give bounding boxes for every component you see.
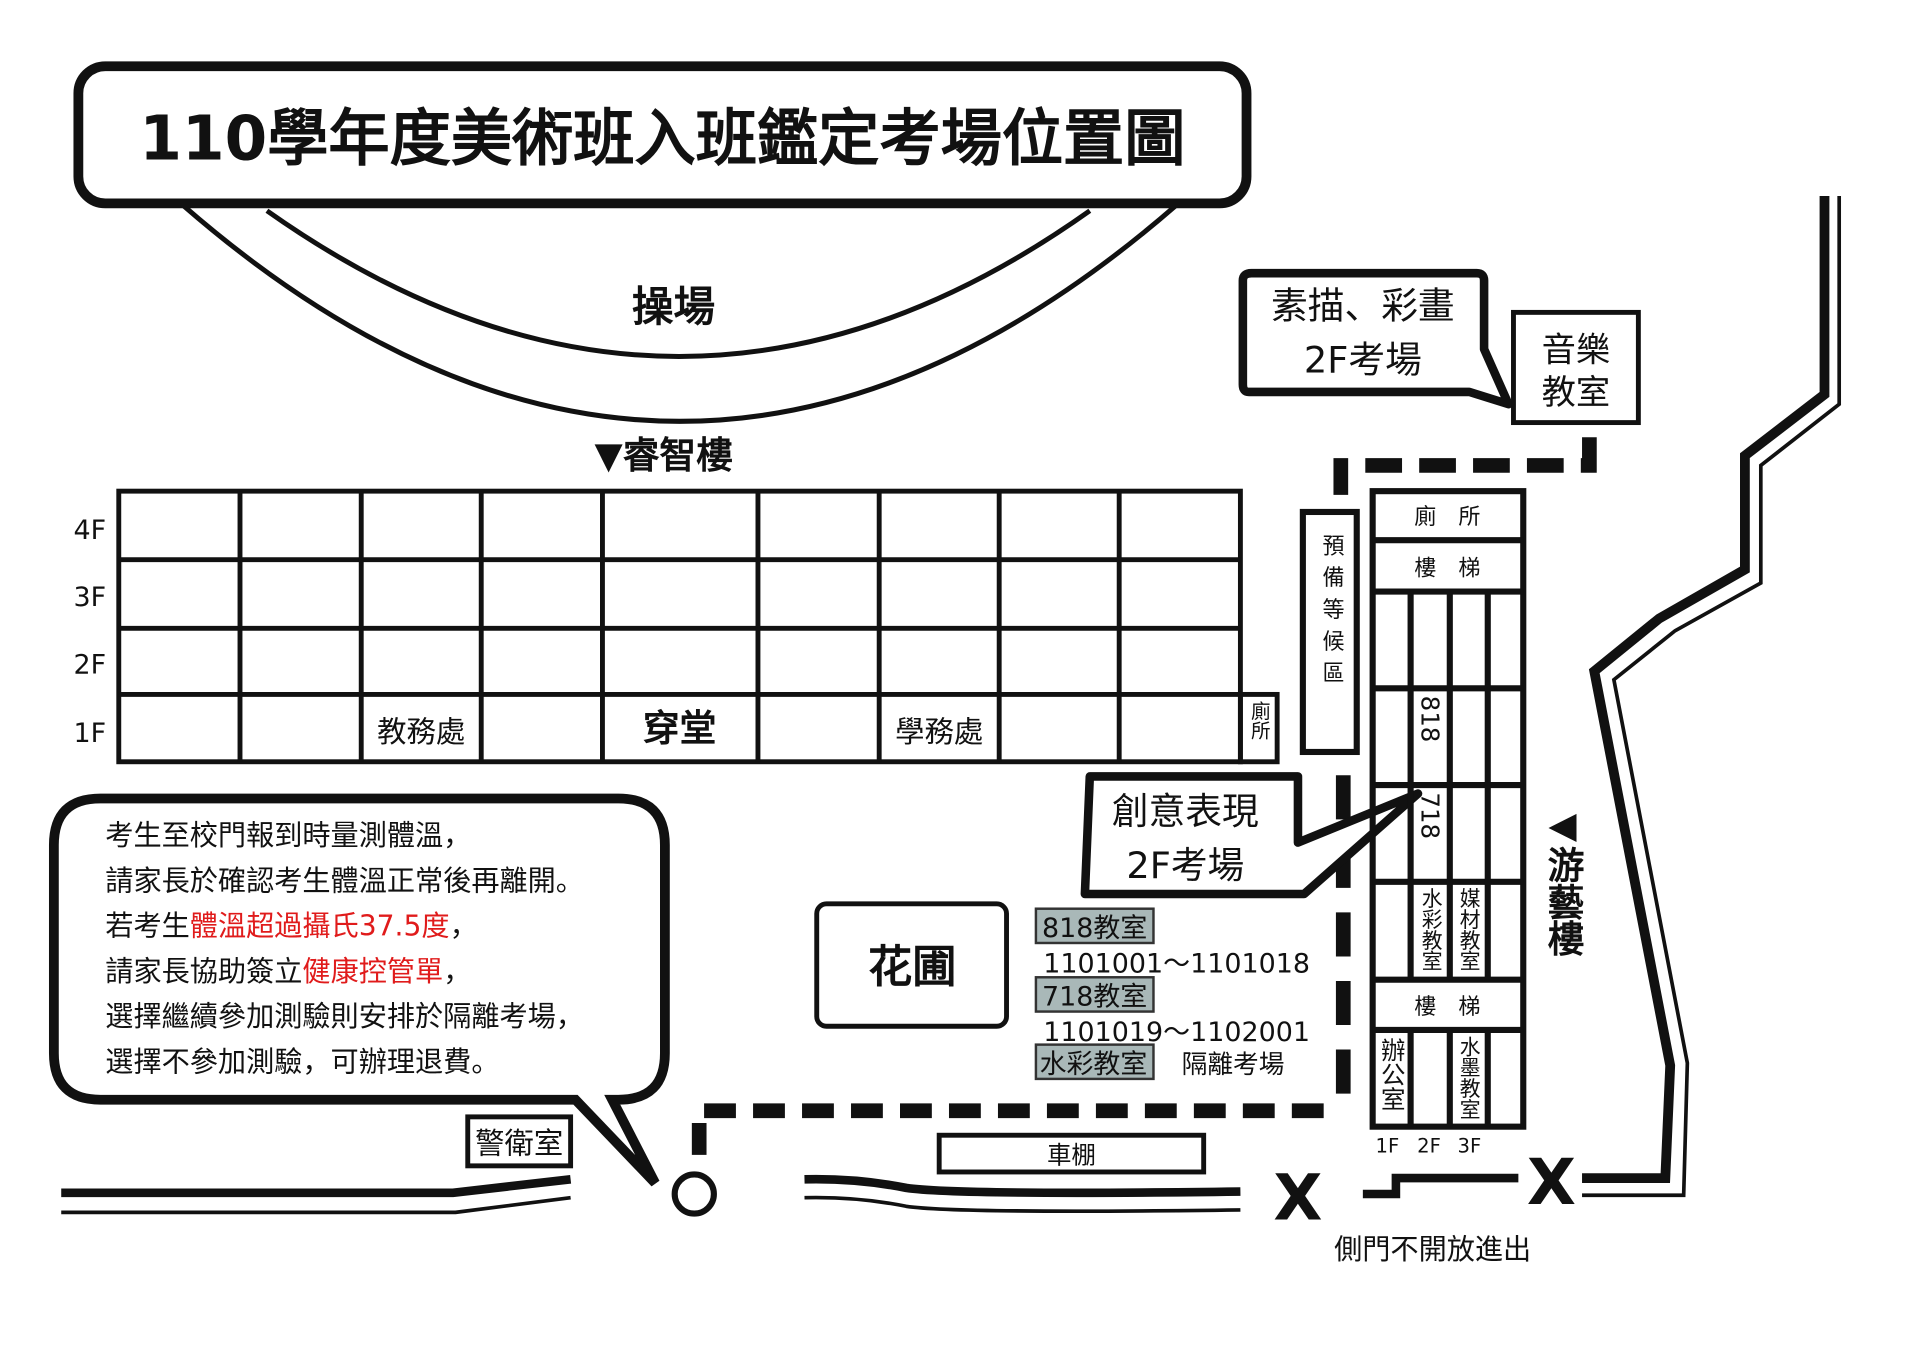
callout-creative [1080,772,1423,899]
ruizhi-restroom: 廁所 [1247,700,1270,740]
youyi-restroom: 廁 所 [1414,505,1480,530]
ruizhi-building-grid [116,488,1280,765]
notice-line-3: 若考生體溫超過攝氏37.5度， [105,910,477,943]
side-gate-x-right: X [1527,1146,1576,1220]
bike-shed: 車棚 [1047,1140,1096,1169]
youyi-floor-1f: 1F [1375,1134,1399,1157]
notice-line-4: 請家長協助簽立健康控管單， [105,955,471,988]
garden-box [814,901,1009,1029]
youyi-room-718: 718 [1416,792,1445,839]
notice-line-1: 考生至校門報到時量測體溫， [105,819,471,852]
callout-creative-line-1: 創意表現 [1112,790,1259,833]
notice-line-3-start: 若考生 [105,910,189,943]
student-affairs-office: 學務處 [895,715,983,749]
floor-label-3f: 3F [73,582,106,613]
music-room-line-1: 音樂 [1542,330,1611,370]
waiting-area: 預備等候區 [1319,534,1345,693]
notice-line-4-start: 請家長協助簽立 [105,955,302,988]
notice-line-3-end: ， [450,910,478,943]
music-room-line-2: 教室 [1542,373,1611,413]
youyi-floor-3f: 3F [1458,1134,1482,1157]
hallway-label: 穿堂 [643,707,716,750]
youyi-media-room: 媒材教室 [1456,888,1480,971]
notice-line-4-end: ， [443,955,471,988]
callout-sketch-line-2: 2F考場 [1304,338,1422,381]
notice-line-6: 選擇不參加測驗，可辦理退費。 [105,1046,499,1079]
youyi-building-label: ◀游藝樓 [1541,803,1584,956]
floor-label-2f: 2F [73,650,106,681]
youyi-stairs-lower: 樓 梯 [1414,995,1480,1020]
ruizhi-building-label: ▼睿智樓 [594,434,732,477]
track-outer [182,203,1178,424]
legend-swatch-718 [1034,976,1155,1013]
youyi-ink-room: 水墨教室 [1456,1036,1480,1119]
garden: 花圃 [868,942,956,993]
playground-label: 操場 [632,282,715,331]
legend-range-818: 1101001～1101018 [1043,948,1310,979]
bike-shed-box [936,1132,1207,1175]
guard-room: 警衛室 [475,1127,563,1161]
legend-range-718: 1101019～1102001 [1043,1017,1310,1048]
main-gate-marker [671,1171,717,1217]
route-dashed-path [691,428,1597,1155]
legend-room-718: 718教室 [1042,981,1147,1012]
youyi-room-818: 818 [1416,696,1445,743]
notice-line-2: 請家長於確認考生體溫正常後再離開。 [105,864,584,897]
notice-bubble [48,793,670,1187]
callout-sketch-line-1: 素描、彩畫 [1271,285,1455,328]
youyi-stairs-upper: 樓 梯 [1414,557,1480,582]
roads [61,196,1842,1215]
notice-line-4-highlight: 健康控管單 [302,955,443,988]
youyi-watercolor-room: 水彩教室 [1418,888,1442,971]
callout-creative-line-2: 2F考場 [1126,844,1244,887]
page-title: 110學年度美術班入班鑑定考場位置圖 [139,103,1185,174]
guard-room-box [465,1114,574,1169]
legend-swatch-watercolor [1034,1043,1155,1081]
floor-label-4f: 4F [73,515,106,546]
track-inner [265,208,1092,359]
youyi-office: 辦公室 [1378,1037,1407,1111]
callout-sketch [1238,268,1513,409]
side-gate-x-left: X [1273,1162,1322,1236]
youyi-floor-2f: 2F [1417,1134,1441,1157]
legend-watercolor-room: 水彩教室 [1040,1049,1148,1080]
legend-room-818: 818教室 [1042,913,1147,944]
academic-affairs-office: 教務處 [377,715,465,749]
youyi-building-grid [1369,488,1527,1130]
music-room-box [1511,309,1641,426]
notice-line-3-highlight: 體溫超過攝氏37.5度 [190,910,450,943]
title-box [73,61,1252,209]
notice-line-5: 選擇繼續參加測驗則安排於隔離考場， [105,1000,584,1033]
legend-swatch-818 [1034,907,1155,945]
legend-isolation-room: 隔離考場 [1182,1050,1285,1080]
waiting-area-box [1299,508,1360,756]
floor-label-1f: 1F [73,718,106,749]
side-gate-note: 側門不開放進出 [1334,1233,1531,1266]
